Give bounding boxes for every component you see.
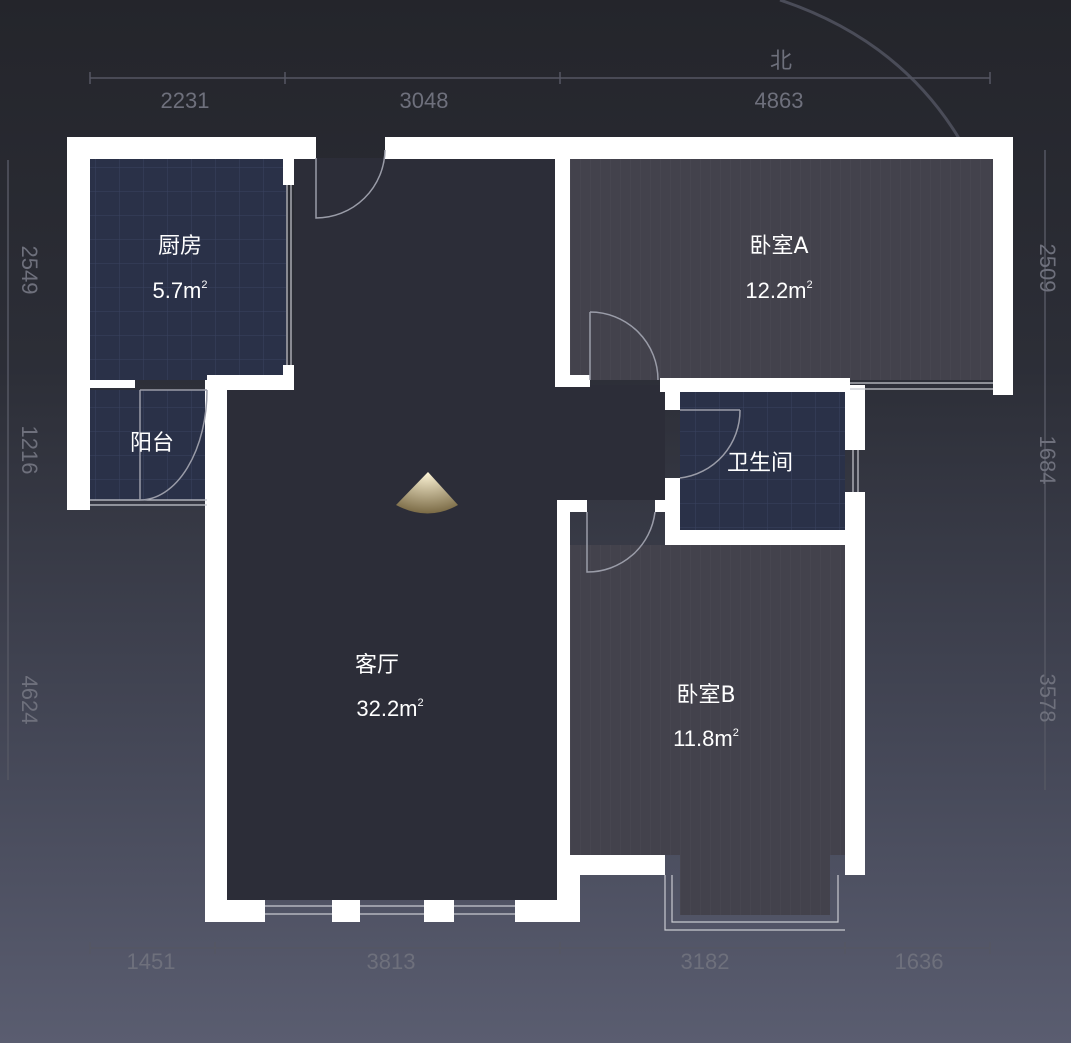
dim-right-1: 2509 [1035,244,1060,293]
dim-right-3: 3578 [1035,674,1060,723]
bedroom-a-floor [570,158,993,380]
dim-top-1: 2231 [161,88,210,113]
compass-arc [779,0,962,141]
kitchen-area: 5.7m2 [152,278,207,303]
dim-bottom-3: 3182 [681,949,730,974]
dim-bottom-1: 1451 [127,949,176,974]
bedroom-b-name: 卧室B [676,683,735,708]
bedroom-a-name: 卧室A [749,234,808,259]
dim-bottom-4: 1636 [895,949,944,974]
doors [139,149,741,573]
dim-bottom-2: 3813 [367,949,416,974]
dim-left-3: 4624 [17,676,42,725]
dim-left-2: 1216 [17,426,42,475]
viewpoint-marker-icon[interactable] [396,472,458,514]
dimension-lines [7,72,1046,954]
kitchen-name: 厨房 [158,234,202,259]
walls [67,137,1013,922]
kitchen-floor [90,158,286,380]
bedroom-a-area: 12.2m2 [745,278,812,303]
compass-north-label: 北 [770,48,792,73]
dim-top-2: 3048 [400,88,449,113]
bedroom-b-area: 11.8m2 [673,726,739,751]
balcony-name: 阳台 [130,431,174,456]
balcony-floor [90,390,207,500]
dim-left-1: 2549 [17,246,42,295]
living-room-name: 客厅 [355,653,399,678]
windows [90,185,993,931]
bathroom-floor [680,390,845,530]
bathroom-name: 卫生间 [727,451,793,476]
dim-right-2: 1684 [1035,436,1060,485]
living-room-area: 32.2m2 [356,696,423,721]
bedroom-b-floor [570,545,845,915]
dim-top-3: 4863 [755,88,804,113]
